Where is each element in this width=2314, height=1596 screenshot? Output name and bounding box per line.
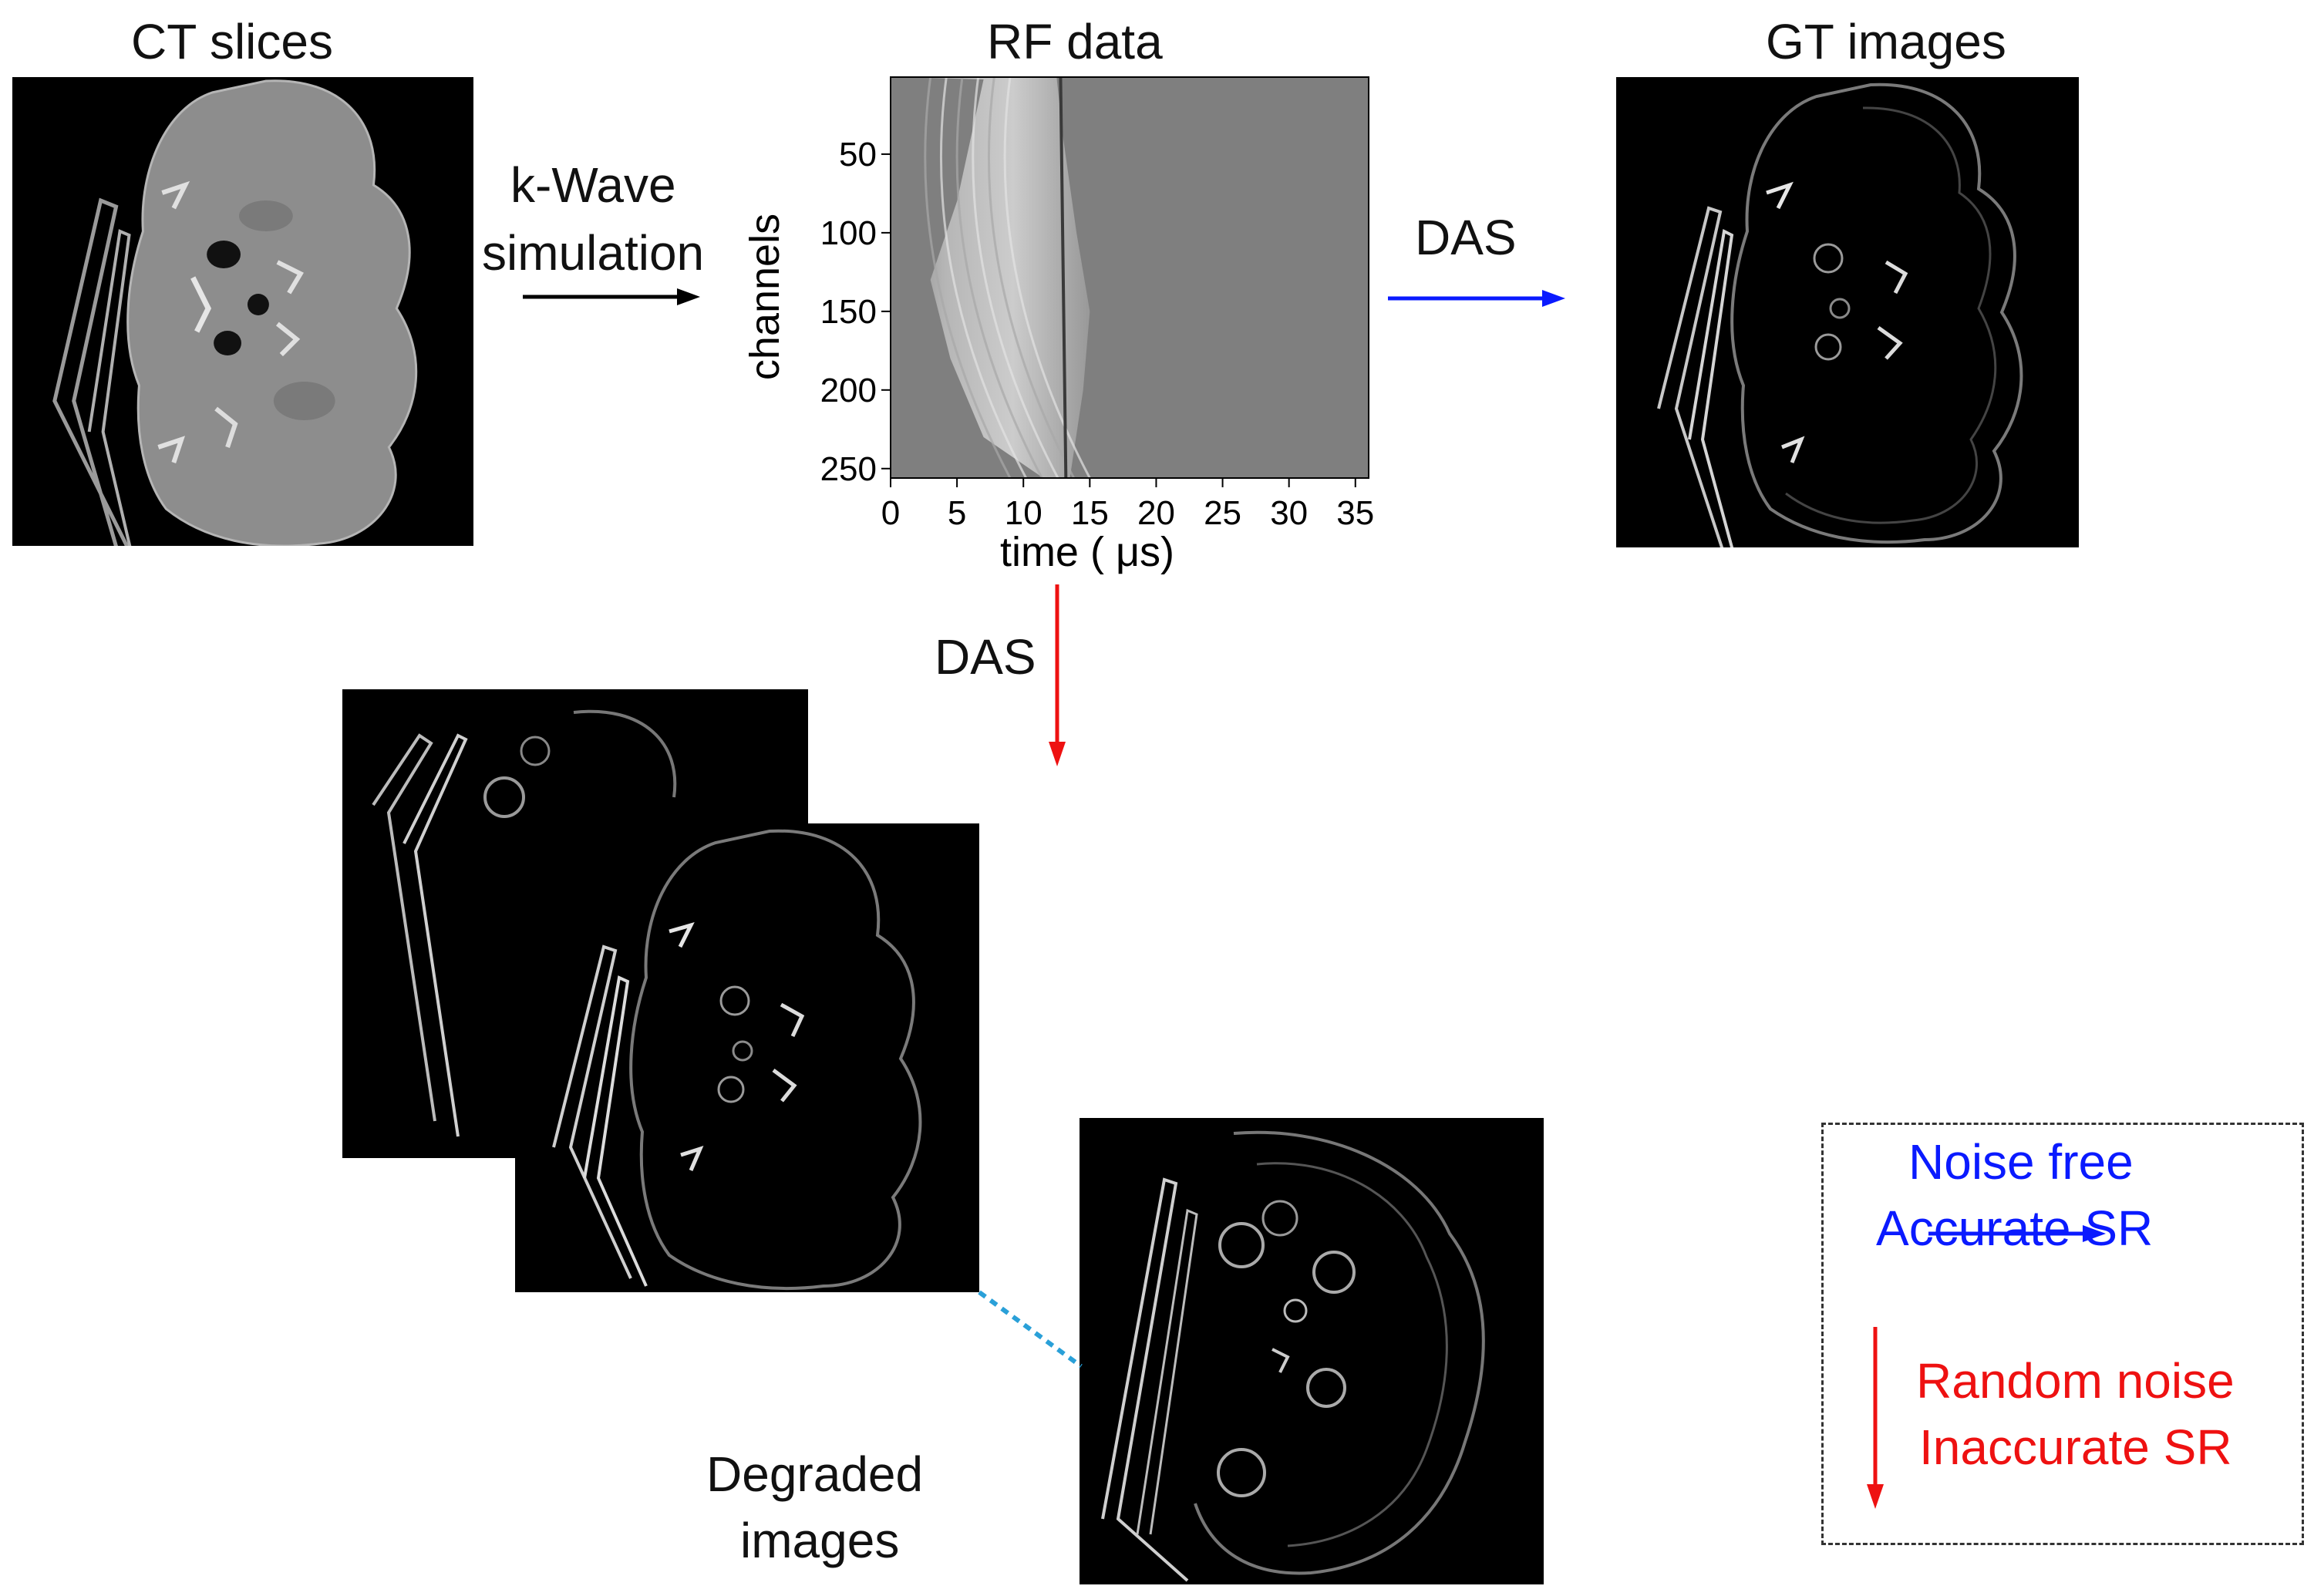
rf-ytick-label: 50 (839, 136, 877, 173)
rf-xtick-label: 30 (1270, 494, 1308, 532)
rf-streak (939, 76, 1027, 479)
rf-xtick-label: 35 (1336, 494, 1374, 532)
degraded-label-line1: Degraded (706, 1446, 924, 1502)
das-red-arrow (1049, 584, 1066, 766)
gt-images-title: GT images (1766, 14, 2006, 69)
legend-blue-arrow (1928, 1225, 2106, 1242)
gt-image (1616, 77, 2079, 547)
legend-red-arrow (1867, 1327, 1884, 1509)
das-red-label: DAS (935, 629, 1036, 685)
rf-ylabel: channels (742, 214, 788, 380)
degraded-zoom-image (1080, 1118, 1544, 1584)
rf-ytick-label: 150 (820, 293, 877, 331)
rf-ytick-label: 250 (820, 450, 877, 488)
rf-xtick-label: 20 (1137, 494, 1175, 532)
das-blue-arrow (1388, 290, 1565, 307)
kwave-label-line1: k-Wave (510, 157, 676, 213)
rf-ytick-label: 100 (820, 214, 877, 252)
rf-frame (890, 76, 1369, 479)
ct-slice-image (12, 77, 473, 546)
legend-inaccurate-sr: Inaccurate SR (1919, 1419, 2232, 1475)
legend-random-noise: Random noise (1916, 1353, 2235, 1409)
rf-wavefront-band (897, 77, 1090, 478)
rf-xtick-label: 15 (1071, 494, 1109, 532)
rf-dark-edge (1059, 76, 1068, 479)
rf-xlabel: time ( μs) (1000, 529, 1174, 575)
rf-ytick-label: 200 (820, 372, 877, 409)
rf-streak (924, 76, 1012, 479)
das-blue-label: DAS (1415, 210, 1517, 265)
rf-streak (1003, 76, 1091, 479)
rf-streak (972, 76, 1059, 479)
kwave-arrow (523, 288, 700, 305)
degraded-image-front (515, 823, 979, 1292)
legend-accurate-sr: Accurate SR (1876, 1200, 2154, 1256)
rf-xtick-label: 10 (1005, 494, 1042, 532)
rf-xtick-label: 0 (881, 494, 900, 532)
legend-noise-free: Noise free (1908, 1134, 2134, 1190)
ct-slices-title: CT slices (131, 14, 333, 69)
rf-streak (955, 76, 1043, 479)
rf-data-title: RF data (987, 14, 1163, 69)
legend-box: Noise free Accurate SR Random noise Inac… (1821, 1123, 2304, 1545)
rf-xtick-label: 5 (948, 494, 966, 532)
degraded-label-line2: images (740, 1513, 900, 1568)
kwave-label-line2: simulation (482, 225, 705, 281)
rf-xtick-label: 25 (1204, 494, 1241, 532)
rf-plot-area: 0 5 10 15 20 25 30 35 50 100 150 200 250 (820, 76, 1374, 532)
rf-data-chart: 0 5 10 15 20 25 30 35 50 100 150 200 250 channels ti… (742, 76, 1374, 575)
rf-streak (987, 76, 1075, 479)
zoom-connector (978, 1290, 1083, 1369)
